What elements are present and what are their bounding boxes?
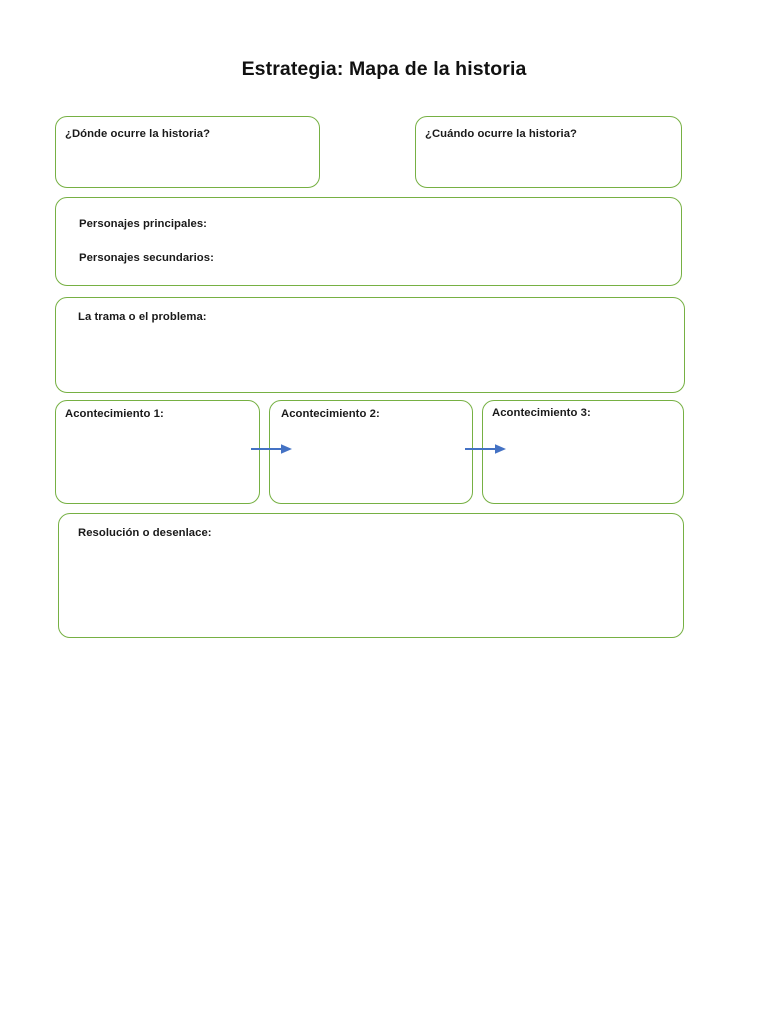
event-2-label: Acontecimiento 2:: [281, 408, 380, 420]
setting-time-box[interactable]: ¿Cuándo ocurre la historia?: [415, 116, 682, 188]
main-characters-label: Personajes principales:: [79, 218, 207, 230]
page-title: Estrategia: Mapa de la historia: [241, 58, 527, 80]
event-1-label: Acontecimiento 1:: [65, 408, 164, 420]
setting-time-label: ¿Cuándo ocurre la historia?: [425, 128, 577, 140]
characters-box[interactable]: Personajes principales: Personajes secun…: [55, 197, 682, 286]
arrow-right-icon: [465, 444, 506, 454]
event-1-box[interactable]: Acontecimiento 1:: [55, 400, 260, 504]
resolution-label: Resolución o desenlace:: [78, 527, 212, 539]
secondary-characters-label: Personajes secundarios:: [79, 252, 214, 264]
setting-place-label: ¿Dónde ocurre la historia?: [65, 128, 211, 140]
event-3-box[interactable]: Acontecimiento 3:: [482, 400, 684, 504]
event-3-label: Acontecimiento 3:: [492, 407, 591, 419]
plot-problem-box[interactable]: La trama o el problema:: [55, 297, 685, 393]
plot-problem-label: La trama o el problema:: [78, 311, 207, 323]
arrow-right-icon: [251, 444, 292, 454]
setting-place-box[interactable]: ¿Dónde ocurre la historia?: [55, 116, 320, 188]
event-2-box[interactable]: Acontecimiento 2:: [269, 400, 473, 504]
resolution-box[interactable]: Resolución o desenlace:: [58, 513, 684, 638]
